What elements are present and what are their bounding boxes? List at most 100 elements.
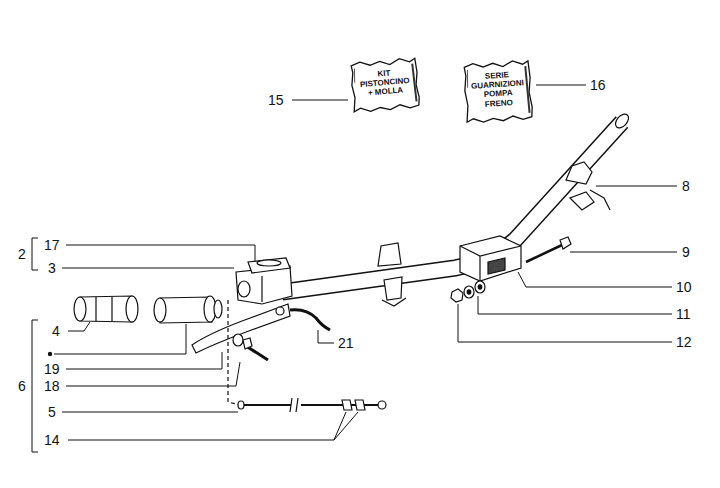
cylinder-end <box>238 281 250 297</box>
callout-number: 18 <box>44 378 60 394</box>
washer-hole <box>478 285 482 289</box>
callout-number: 5 <box>48 404 56 420</box>
leader-line <box>62 412 238 413</box>
clamp-block <box>460 236 521 281</box>
bracket <box>32 320 38 452</box>
bag-shape <box>350 57 420 113</box>
bolt-shaft <box>246 346 268 360</box>
bolt-9 <box>526 237 571 262</box>
clamp-part <box>384 277 402 300</box>
grip-end <box>154 298 166 322</box>
grip-end <box>126 296 138 322</box>
clamp-edge <box>460 246 521 281</box>
leader-line <box>518 272 672 287</box>
bracket <box>32 238 38 270</box>
washers <box>451 281 485 302</box>
washer-hole <box>467 290 471 294</box>
callout-number: 6 <box>18 378 26 394</box>
grip-4 <box>74 296 138 322</box>
hose-21 <box>290 310 330 330</box>
bag-fold <box>525 66 529 113</box>
clamp-slot <box>488 258 505 274</box>
reservoir <box>248 258 290 273</box>
reservoir-cap <box>257 260 281 266</box>
bag-fold <box>353 69 355 83</box>
leader-lines <box>32 85 677 452</box>
leader-line <box>66 245 255 262</box>
leader-line <box>54 324 186 354</box>
callout-number: 2 <box>18 246 26 262</box>
cable-end <box>378 401 386 409</box>
upper-clamp <box>566 162 610 210</box>
clamp-part <box>570 192 594 210</box>
clamp-part <box>382 298 406 306</box>
bolt-18 <box>233 334 268 360</box>
leader-line <box>536 85 586 86</box>
washer <box>233 334 243 346</box>
grip-rib <box>96 297 112 321</box>
tube-outline <box>282 122 622 292</box>
callout-number: 21 <box>338 335 354 351</box>
parts-bag: KIT PISTONCINO + MOLLA <box>350 57 420 113</box>
callout-number: 9 <box>682 244 690 260</box>
bag-label: SERIE GUARNIZIONI POMPA FRENO <box>470 69 526 109</box>
hose <box>290 310 330 330</box>
leader-line <box>478 296 672 314</box>
washer <box>464 286 474 298</box>
leader-line <box>458 304 672 342</box>
bag-fold <box>466 70 468 88</box>
callout-number: 17 <box>44 237 60 253</box>
bolt-head <box>243 338 252 349</box>
callout-number: 12 <box>676 334 692 350</box>
leader-line <box>62 268 234 269</box>
center-clamp <box>378 243 406 306</box>
grip-body <box>80 296 132 322</box>
washer <box>475 281 485 293</box>
callout-number: 19 <box>44 361 60 377</box>
leader-line <box>68 322 90 331</box>
leader-line <box>318 330 334 343</box>
callout-number: 8 <box>682 178 690 194</box>
parts-bag: SERIE GUARNIZIONI POMPA FRENO <box>463 60 533 123</box>
callout-number: 15 <box>268 92 284 108</box>
grip-flange <box>214 300 222 318</box>
master-cylinder <box>236 258 292 304</box>
clamp-part <box>590 190 610 210</box>
cable-nut <box>355 400 365 410</box>
bag-label: KIT PISTONCINO + MOLLA <box>357 67 413 99</box>
bolt-shaft <box>526 245 562 262</box>
cable-end <box>238 401 244 409</box>
grip-end <box>74 297 86 321</box>
clamp-part <box>378 243 401 266</box>
cable-5 <box>228 300 386 412</box>
callout-number: 16 <box>590 77 606 93</box>
cylinder-edge <box>261 276 262 302</box>
tube-end <box>613 112 631 131</box>
callout-number: 11 <box>676 306 691 322</box>
break-mark <box>290 398 298 412</box>
dashed-line <box>228 300 240 405</box>
leader-line <box>66 352 222 369</box>
callout-number: 14 <box>44 432 60 448</box>
callout-number: 3 <box>48 260 56 276</box>
bag-fold <box>412 63 416 101</box>
cable-nut <box>342 400 352 410</box>
clamp-part <box>566 162 592 184</box>
lever-pivot <box>276 307 284 315</box>
leader-line <box>570 252 677 253</box>
callout-number: 10 <box>676 279 692 295</box>
bag-shape <box>463 60 533 123</box>
leader-line <box>292 100 348 101</box>
leader-line <box>596 186 677 187</box>
bullet-dot <box>48 352 52 356</box>
handlebar-tube <box>282 112 631 292</box>
nut <box>451 289 463 302</box>
throttle-grip <box>154 296 222 323</box>
leader-line <box>66 362 240 386</box>
right-clamp <box>460 236 521 281</box>
bolt-head <box>560 237 571 249</box>
tube-body <box>282 122 622 292</box>
callout-number: 4 <box>52 323 60 339</box>
leader-line <box>68 412 358 440</box>
